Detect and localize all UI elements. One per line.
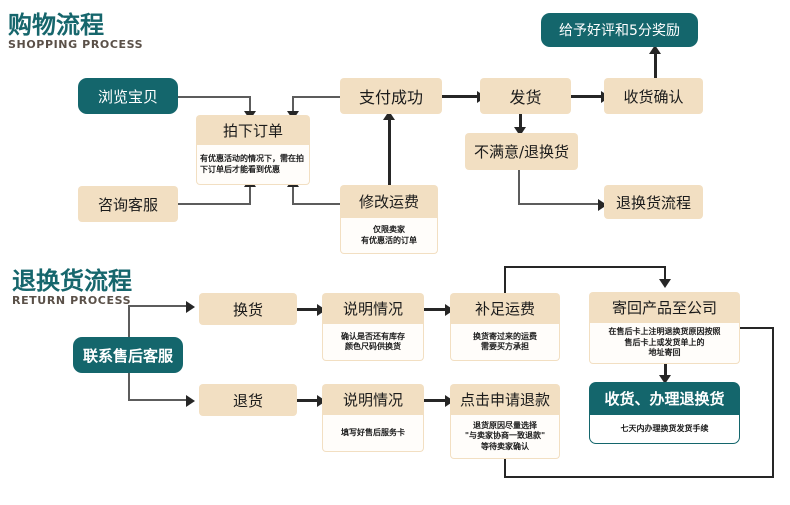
node-exchange[interactable]: 换货	[199, 293, 297, 325]
arrow-exchange-to-explain	[317, 304, 326, 316]
node-consult-label: 咨询客服	[78, 186, 178, 222]
connector-sendback-to-receive-v	[664, 363, 667, 377]
arrow-refund-to-explainb	[317, 395, 326, 407]
connector-unsat-right-h	[518, 203, 601, 205]
node-send-back[interactable]: 寄回产品至公司	[589, 292, 740, 323]
arrow-confirm-to-reward	[649, 45, 661, 54]
connector-loop-into-sendback-h	[730, 327, 774, 329]
arrow-contact-to-refund	[186, 395, 195, 407]
shopping-process-title-cn: 购物流程	[8, 11, 104, 39]
connector-pay-to-ship-h	[442, 95, 480, 98]
arrow-explain-to-freight	[445, 304, 454, 316]
node-pay-freight-label: 补足运费	[450, 293, 560, 324]
node-pay-success[interactable]: 支付成功	[340, 78, 442, 114]
node-refund-label: 退货	[199, 384, 297, 416]
node-browse-label: 浏览宝贝	[78, 78, 178, 114]
node-reward[interactable]: 给予好评和5分奖励	[541, 13, 698, 47]
note-explain-exchange: 确认是否还有库存 颜色尺码供换货	[322, 324, 424, 361]
connector-ship-to-unsatisfied-v	[519, 114, 522, 130]
node-confirm-receipt-label: 收货确认	[604, 78, 703, 114]
node-explain-refund[interactable]: 说明情况	[322, 384, 424, 415]
note-modify-freight: 仅限卖家 有优惠活的订单	[340, 218, 438, 254]
connector-explainb-to-apply-h	[424, 399, 448, 402]
node-unsatisfied-label: 不满意/退换货	[465, 133, 578, 170]
shopping-process-title: 购物流程 SHOPPING PROCESS	[8, 12, 143, 51]
node-modify-freight-label: 修改运费	[340, 185, 438, 218]
connector-exchange-to-explain-h	[297, 308, 320, 311]
node-receive-handle-label: 收货、办理退换货	[589, 382, 740, 415]
connector-loop-top-h	[504, 266, 666, 268]
node-reward-label: 给予好评和5分奖励	[541, 13, 698, 47]
note-explain-refund: 填写好售后服务卡	[322, 415, 424, 452]
node-unsatisfied[interactable]: 不满意/退换货	[465, 133, 578, 170]
connector-contact-to-refund-h	[128, 399, 190, 401]
arrow-freight-to-pay	[383, 111, 395, 120]
note-send-back: 在售后卡上注明退换货原因按照 售后卡上或发货单上的 地址寄回	[589, 323, 740, 364]
arrow-sendback-to-receive	[659, 375, 671, 384]
connector-loop-top-right-v	[664, 266, 666, 281]
node-return-flow[interactable]: 退换货流程	[604, 185, 703, 219]
return-process-title-cn: 退换货流程	[12, 267, 132, 295]
note-pay-freight: 换货寄过来的运费 需要买方承担	[450, 324, 560, 361]
node-refund[interactable]: 退货	[199, 384, 297, 416]
arrow-ship-to-unsatisfied	[514, 127, 526, 136]
connector-browse-to-order-v	[249, 96, 251, 113]
node-modify-freight[interactable]: 修改运费	[340, 185, 438, 218]
shopping-process-title-en: SHOPPING PROCESS	[8, 38, 144, 51]
connector-consult-v	[249, 186, 251, 205]
node-consult[interactable]: 咨询客服	[78, 186, 178, 222]
node-contact-service[interactable]: 联系售后客服	[73, 337, 183, 373]
connector-freight-to-pay-v	[388, 120, 391, 185]
connector-consult-h	[177, 203, 251, 205]
connector-freight-to-order-v	[292, 186, 294, 205]
node-place-order-label: 拍下订单	[196, 115, 310, 145]
node-ship-label: 发货	[480, 78, 571, 114]
node-send-back-label: 寄回产品至公司	[589, 292, 740, 323]
node-pay-freight[interactable]: 补足运费	[450, 293, 560, 324]
node-browse[interactable]: 浏览宝贝	[78, 78, 178, 114]
node-confirm-receipt[interactable]: 收货确认	[604, 78, 703, 114]
note-apply-refund: 退货原因尽量选择 "与卖家协商一致退款" 等待卖家确认	[450, 415, 560, 459]
node-apply-refund[interactable]: 点击申请退款	[450, 384, 560, 415]
connector-contact-to-exchange-h	[128, 305, 190, 307]
connector-refund-to-explainb-h	[297, 399, 320, 402]
node-return-flow-label: 退换货流程	[604, 185, 703, 219]
node-apply-refund-label: 点击申请退款	[450, 384, 560, 415]
return-process-title: 退换货流程 RETURN PROCESS	[12, 268, 132, 307]
node-receive-handle[interactable]: 收货、办理退换货	[589, 382, 740, 415]
connector-explain-to-freight-h	[424, 308, 448, 311]
arrow-loop-top-to-sendback	[659, 279, 671, 288]
node-exchange-label: 换货	[199, 293, 297, 325]
connector-pay-to-order-h	[292, 96, 340, 98]
connector-freight-to-order-h	[292, 203, 340, 205]
note-receive-handle: 七天内办理换货发货手续	[589, 415, 740, 444]
connector-browse-to-order-h	[177, 96, 251, 98]
node-explain-exchange-label: 说明情况	[322, 293, 424, 324]
note-place-order: 有优惠活动的情况下，需在拍下订单后才能看到优惠	[196, 145, 310, 185]
node-place-order[interactable]: 拍下订单	[196, 115, 310, 145]
node-pay-success-label: 支付成功	[340, 78, 442, 114]
node-ship[interactable]: 发货	[480, 78, 571, 114]
connector-loop-bottom-h	[504, 476, 774, 478]
connector-pay-to-order-v	[292, 96, 294, 113]
node-explain-exchange[interactable]: 说明情况	[322, 293, 424, 324]
connector-loop-bottom-right-v	[772, 327, 774, 478]
connector-loop-top-left-v	[504, 266, 506, 293]
connector-loop-bottom-left-v	[504, 459, 506, 478]
arrow-explainb-to-apply	[445, 395, 454, 407]
connector-confirm-to-reward-v	[654, 53, 657, 78]
node-explain-refund-label: 说明情况	[322, 384, 424, 415]
node-contact-service-label: 联系售后客服	[73, 337, 183, 373]
return-process-title-en: RETURN PROCESS	[12, 294, 132, 307]
connector-unsat-down-v	[518, 170, 520, 205]
connector-ship-to-confirm-h	[571, 95, 604, 98]
arrow-contact-to-exchange	[186, 301, 195, 313]
arrow-unsat-to-returnflow	[598, 199, 607, 211]
